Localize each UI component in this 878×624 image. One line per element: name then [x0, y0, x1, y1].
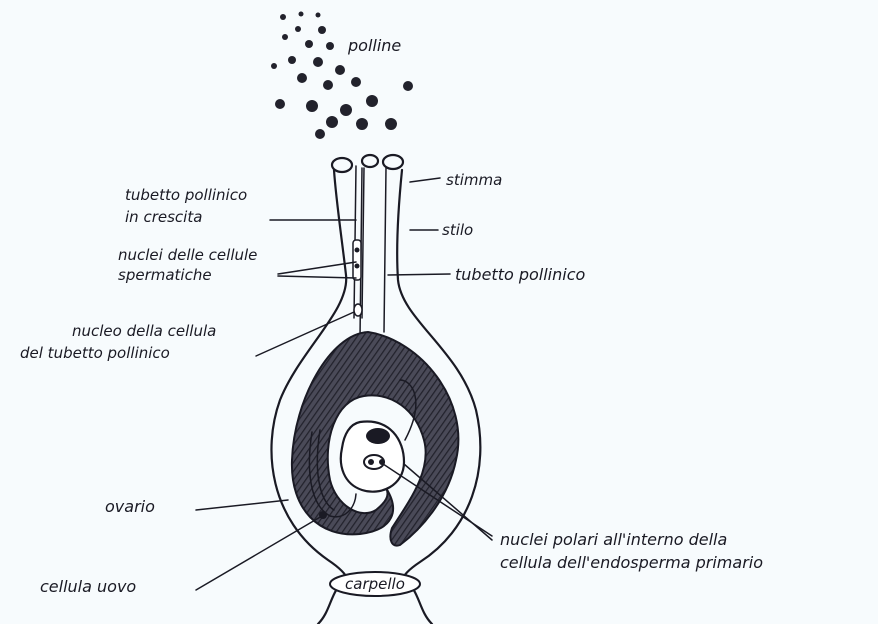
label-ovario: ovario: [105, 497, 155, 516]
label-nucleo-cellula-line2: del tubetto pollinico: [20, 344, 170, 362]
label-nuclei-polari-line2: cellula dell'endosperma primario: [500, 553, 763, 572]
label-tubetto-pollinico: tubetto pollinico: [455, 265, 586, 284]
label-tubetto-crescita-line2: in crescita: [125, 208, 202, 226]
label-nuclei-polari-line1: nuclei polari all'interno della: [500, 530, 727, 549]
label-nuclei-spermatiche-line1: nuclei delle cellule: [118, 246, 257, 264]
label-nuclei-spermatiche-line2: spermatiche: [118, 266, 212, 284]
label-cellula-uovo: cellula uovo: [40, 577, 136, 596]
label-stimma: stimma: [446, 171, 502, 189]
label-nucleo-cellula-line1: nucleo della cellula: [72, 322, 216, 340]
label-carpello: carpello: [345, 575, 405, 593]
pollen-grains: [271, 12, 413, 140]
label-stilo: stilo: [442, 221, 473, 239]
label-tubetto-crescita-line1: tubetto pollinico: [125, 186, 247, 204]
ovule: [292, 332, 458, 546]
label-polline: polline: [347, 36, 401, 55]
